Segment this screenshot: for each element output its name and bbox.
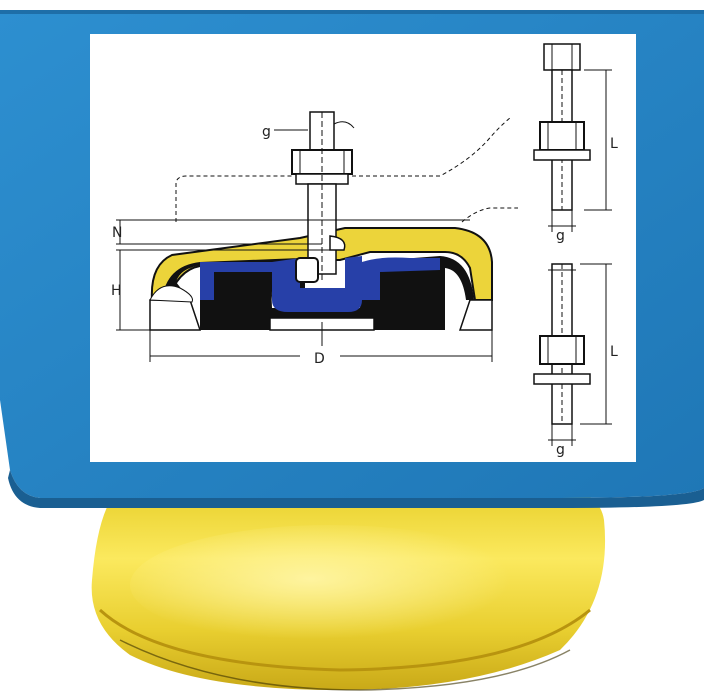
label-d: D bbox=[314, 351, 325, 367]
bolt-variant-2 bbox=[533, 263, 612, 446]
label-l-bolt1: L bbox=[610, 136, 618, 152]
yellow-foot bbox=[91, 488, 606, 691]
label-g-top: g bbox=[262, 124, 271, 140]
mount-cross-section bbox=[116, 111, 518, 362]
label-n: N bbox=[112, 225, 122, 241]
label-g-bolt2: g bbox=[556, 442, 565, 458]
label-h: H bbox=[111, 283, 122, 299]
label-g-bolt1: g bbox=[556, 228, 565, 244]
bolt-variant-1 bbox=[533, 43, 612, 232]
label-l-bolt2: L bbox=[610, 344, 618, 360]
